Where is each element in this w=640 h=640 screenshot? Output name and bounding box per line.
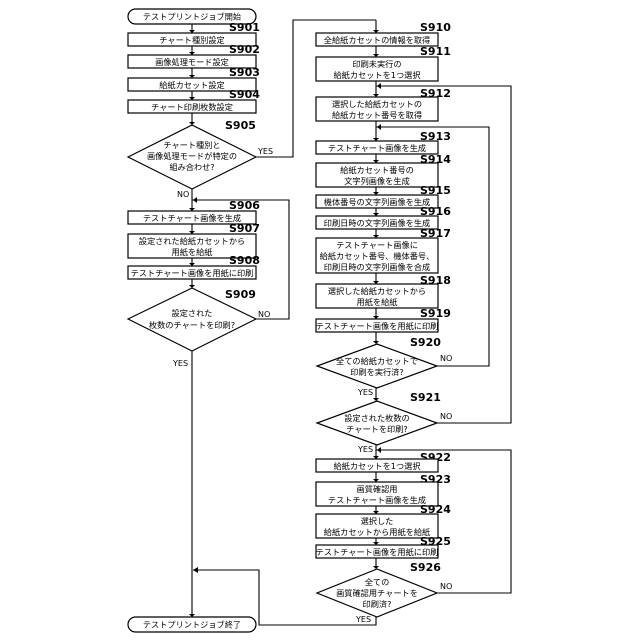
step-line-2: テストチャート画像を生成 [328,495,426,505]
step-id: S903 [229,66,260,79]
step-s910: S910 全給紙カセットの情報を取得 [316,21,451,46]
step-line-2: 給紙カセット番号を取得 [332,110,422,120]
step-s907: S907 設定された給紙カセットから 用紙を給紙 [128,222,260,258]
no-label: NO [440,354,452,363]
step-s923: S923 画質確認用 テストチャート画像を生成 [316,473,451,506]
step-id: S904 [229,88,260,101]
step-line-2: 給紙カセットを1つ選択 [333,70,420,80]
step-id: S905 [225,119,256,132]
step-line-2: 給紙カセット番号、機体番号、 [320,251,435,261]
step-id: S919 [420,307,451,320]
step-text: 給紙カセット設定 [159,80,225,90]
decision-s920: S920 全ての給紙カセットで 印刷を実行済? [317,336,441,388]
step-s919: S919 テストチャート画像を用紙に印刷 [316,307,451,332]
step-line-1: 給紙カセット番号の [340,165,414,175]
decision-line-3: 印刷済? [363,599,392,609]
step-id: S911 [420,45,451,58]
step-id: S909 [225,288,256,301]
step-s902: S902 画像処理モード設定 [128,43,260,68]
decision-line-3: 組み合わせ? [169,162,214,172]
step-text: 給紙カセットを1つ選択 [333,461,420,471]
decision-line-1: 設定された [172,308,213,318]
yes-label: YES [355,615,371,624]
step-id: S920 [410,336,441,349]
end-terminal: テストプリントジョブ終了 [128,617,256,632]
decision-line-1: 全ての給紙カセットで [336,356,418,366]
yes-label: YES [357,388,373,397]
step-s922: S922 給紙カセットを1つ選択 [316,451,451,472]
step-id: S921 [410,391,441,404]
step-line-1: 選択した給紙カセットの [332,99,422,109]
start-label: テストプリントジョブ開始 [143,12,241,22]
step-id: S907 [229,222,260,235]
yes-label: YES [257,147,273,156]
no-label: NO [440,412,452,421]
step-s918: S918 選択した給紙カセットから 用紙を給紙 [316,274,451,308]
step-id: S908 [229,254,260,267]
step-line-1: 印刷未実行の [352,59,401,69]
decision-line-2: 印刷を実行済? [350,367,403,377]
decision-line-1: チャート種別と [163,140,220,150]
step-text: 全給紙カセットの情報を取得 [324,35,430,45]
step-text: テストチャート画像を用紙に印刷 [316,321,439,331]
step-line-2: 給紙カセットから用紙を給紙 [324,527,430,537]
step-line-2: 用紙を給紙 [357,297,398,307]
decision-line-1: 設定された枚数の [344,413,410,423]
step-text: 機体番号の文字列画像を生成 [324,197,430,207]
step-text: チャート印刷枚数設定 [151,102,233,112]
step-s917: S917 テストチャート画像に 給紙カセット番号、機体番号、 印刷日時の文字列画… [316,227,451,273]
step-line-3: 印刷日時の文字列画像を合成 [324,262,430,272]
step-s912: S912 選択した給紙カセットの 給紙カセット番号を取得 [316,87,451,121]
no-label: NO [177,190,189,199]
step-id: S906 [229,199,260,212]
decision-line-2: 画質確認用チャートを [336,588,418,598]
decision-line-2: 枚数のチャートを印刷? [149,320,235,330]
step-line-1: 設定された給紙カセットから [139,236,245,246]
decision-s921: S921 設定された枚数の チャートを印刷? [317,391,441,445]
step-id: S902 [229,43,260,56]
decision-line-1: 全ての [365,577,390,587]
yes-label: YES [357,445,373,454]
step-id: S901 [229,21,260,34]
end-label: テストプリントジョブ終了 [143,620,241,630]
step-s911: S911 印刷未実行の 給紙カセットを1つ選択 [316,45,451,81]
step-line-1: 選択した給紙カセットから [328,286,426,296]
step-text: 印刷日時の文字列画像を生成 [324,218,430,228]
decision-s926: S926 全ての 画質確認用チャートを 印刷済? [317,561,441,617]
step-text: テストチャート画像を用紙に印刷 [131,268,254,278]
step-s924: S924 選択した 給紙カセットから用紙を給紙 [316,503,451,538]
step-s916: S916 印刷日時の文字列画像を生成 [316,205,451,229]
decision-s905: S905 チャート種別と 画像処理モードが特定の 組み合わせ? [128,119,256,189]
no-label: NO [258,310,270,319]
step-s914: S914 給紙カセット番号の 文字列画像を生成 [316,153,451,187]
step-text: テストチャート画像を生成 [143,213,241,223]
decision-line-2: 画像処理モードが特定の [147,151,237,161]
step-line-2: 文字列画像を生成 [344,176,410,186]
step-s913: S913 テストチャート画像を生成 [316,130,451,154]
step-text: 画像処理モード設定 [155,57,229,67]
step-line-1: 画質確認用 [357,484,398,494]
step-id: S926 [410,561,441,574]
step-text: テストチャート画像を生成 [328,143,426,153]
step-text: テストチャート画像を用紙に印刷 [316,547,439,557]
step-s906: S906 テストチャート画像を生成 [128,199,260,224]
decision-line-2: チャートを印刷? [346,424,408,434]
step-s904: S904 チャート印刷枚数設定 [128,88,260,113]
step-line-1: 選択した [361,516,394,526]
yes-label: YES [172,359,188,368]
step-line-1: テストチャート画像に [336,240,418,250]
no-label: NO [440,582,452,591]
step-text: チャート種別設定 [159,35,224,45]
decision-s909: S909 設定された 枚数のチャートを印刷? [128,288,256,351]
step-line-2: 用紙を給紙 [172,247,213,257]
step-id: S910 [420,21,451,34]
